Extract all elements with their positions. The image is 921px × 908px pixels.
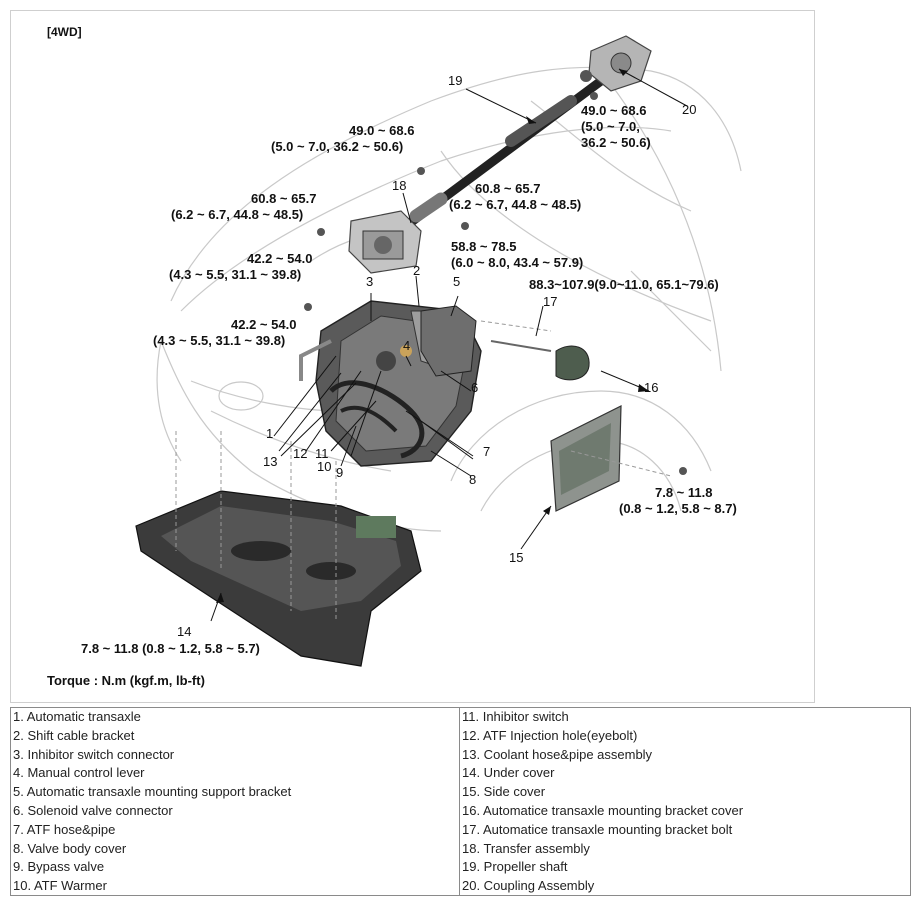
legend-item: 10. ATF Warmer	[13, 878, 107, 894]
callout-15: 15	[509, 550, 524, 565]
callout-16: 16	[644, 380, 659, 395]
coupling-assembly	[580, 35, 652, 92]
legend-item: 20. Coupling Assembly	[462, 878, 595, 894]
legend-item: 12. ATF Injection hole(eyebolt)	[462, 727, 638, 743]
callout-13: 13	[263, 454, 278, 469]
legend-item: 16. Automatice transaxle mounting bracke…	[462, 802, 744, 818]
torque-spec-1: 49.0 ~ 68.6 (5.0 ~ 7.0, 36.2 ~ 50.6)	[271, 123, 415, 154]
legend-item: 14. Under cover	[462, 765, 555, 781]
torque-spec-10: 7.8 ~ 11.8 (0.8 ~ 1.2, 5.8 ~ 5.7)	[81, 641, 260, 656]
parts-legend-table: 1. Automatic transaxle 2. Shift cable br…	[10, 707, 911, 896]
diagram-drawing	[135, 35, 742, 667]
propeller-shaft	[401, 76, 606, 231]
legend-item: 7. ATF hose&pipe	[13, 821, 116, 837]
transfer-assembly	[348, 210, 422, 274]
callout-4: 4	[403, 338, 411, 353]
callout-20: 20	[682, 102, 697, 117]
legend-item: 6. Solenoid valve connector	[13, 802, 173, 818]
legend-item: 1. Automatic transaxle	[13, 709, 141, 724]
legend-item: 17. Automatice transaxle mounting bracke…	[462, 821, 733, 837]
bolt-markers	[304, 92, 687, 475]
callout-5: 5	[453, 274, 461, 289]
legend-item: 3. Inhibitor switch connector	[13, 746, 175, 762]
callout-12: 12	[293, 446, 308, 461]
legend-item: 13. Coolant hose&pipe assembly	[462, 746, 653, 762]
legend-item: 15. Side cover	[462, 784, 546, 800]
legend-column-left: 1. Automatic transaxle 2. Shift cable br…	[11, 708, 460, 895]
legend-item: 4. Manual control lever	[13, 765, 145, 781]
mounting-lines	[175, 320, 672, 621]
callout-18: 18	[392, 178, 407, 193]
torque-spec-9: 7.8 ~ 11.8 (0.8 ~ 1.2, 5.8 ~ 8.7)	[619, 485, 737, 516]
torque-spec-2: 49.0 ~ 68.6 (5.0 ~ 7.0, 36.2 ~ 50.6)	[581, 103, 651, 150]
leader-arrowheads	[216, 69, 649, 603]
callout-9: 9	[336, 465, 344, 480]
mounting-bracket-bolt	[490, 340, 552, 352]
torque-spec-4: 60.8 ~ 65.7 (6.2 ~ 6.7, 44.8 ~ 48.5)	[449, 181, 582, 212]
torque-unit-note: Torque : N.m (kgf.m, lb-ft)	[47, 673, 205, 688]
callout-6: 6	[471, 380, 479, 395]
legend-column-right: 11. Inhibitor switch 12. ATF Injection h…	[460, 708, 910, 895]
exploded-diagram: [4WD] 49.0 ~ 68.6 (5.0 ~ 7.0, 36.2 ~ 50.…	[10, 10, 815, 703]
variant-tag: [4WD]	[47, 25, 82, 39]
callout-10: 10	[317, 459, 332, 474]
legend-item: 11. Inhibitor switch	[462, 709, 569, 724]
legend-item: 9. Bypass valve	[13, 859, 105, 875]
torque-spec-6: 42.2 ~ 54.0 (4.3 ~ 5.5, 31.1 ~ 39.8)	[169, 251, 313, 282]
callout-17: 17	[543, 294, 558, 309]
legend-item: 8. Valve body cover	[13, 840, 127, 856]
callout-14: 14	[177, 624, 192, 639]
callout-2: 2	[413, 263, 421, 278]
torque-spec-8: 42.2 ~ 54.0 (4.3 ~ 5.5, 31.1 ~ 39.8)	[153, 317, 297, 348]
legend-item: 5. Automatic transaxle mounting support …	[13, 784, 292, 800]
mounting-support-bracket	[420, 305, 477, 377]
legend-item: 2. Shift cable bracket	[13, 727, 135, 743]
callout-8: 8	[469, 472, 477, 487]
torque-spec-5: 58.8 ~ 78.5 (6.0 ~ 8.0, 43.4 ~ 57.9)	[451, 239, 584, 270]
torque-spec-3: 60.8 ~ 65.7 (6.2 ~ 6.7, 44.8 ~ 48.5)	[171, 191, 317, 222]
torque-spec-7: 88.3~107.9(9.0~11.0, 65.1~79.6)	[529, 277, 719, 292]
mounting-bracket-cover	[555, 345, 590, 381]
callout-11: 11	[315, 446, 329, 461]
leader-lines	[210, 68, 688, 622]
under-cover	[135, 490, 422, 667]
vehicle-outline	[156, 66, 742, 532]
legend-item: 18. Transfer assembly	[462, 840, 590, 856]
callout-7: 7	[483, 444, 491, 459]
callout-19: 19	[448, 73, 463, 88]
callout-1: 1	[266, 426, 274, 441]
legend-item: 19. Propeller shaft	[462, 859, 568, 875]
callout-3: 3	[366, 274, 374, 289]
